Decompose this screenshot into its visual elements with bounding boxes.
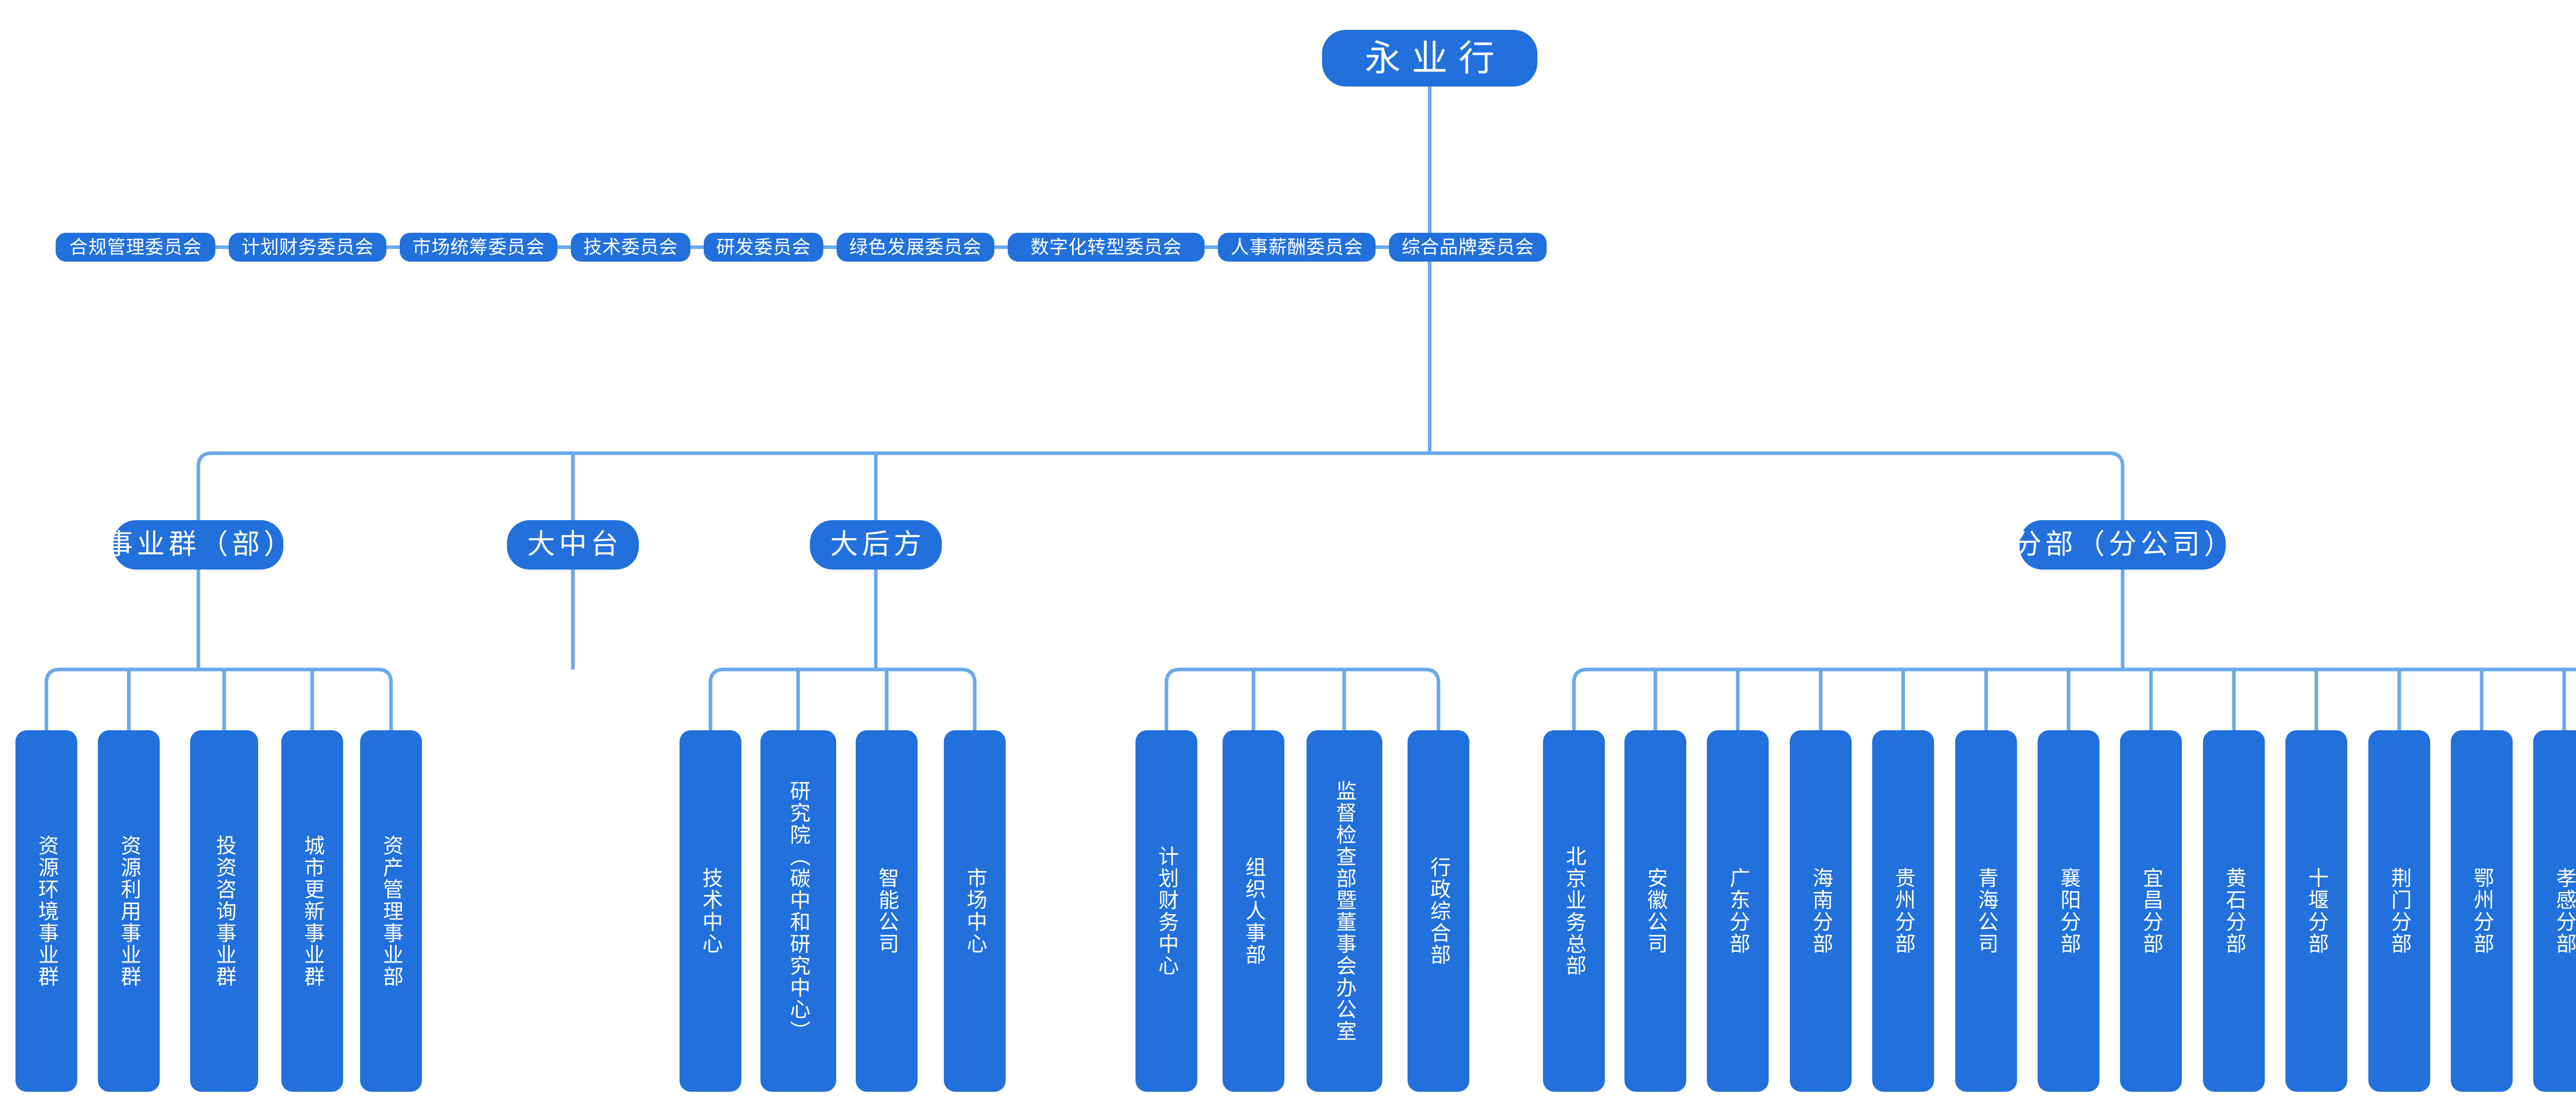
leaf-node-3-3[interactable]: 监督检查部暨董事会办公室 [1306,730,1382,1092]
leaf-label: 黄石分部 [2223,867,2246,955]
committee-node-8[interactable]: 人事薪酬委员会 [1218,233,1376,262]
leaf-label: 投资咨询事业群 [213,834,236,988]
leaf-node-4-2[interactable]: 安徽公司 [1624,730,1686,1092]
leaf-node-4-11[interactable]: 荆门分部 [2368,730,2430,1092]
leaf-node-2-3[interactable]: 智能公司 [856,730,918,1092]
leaf-node-4-3[interactable]: 广东分部 [1707,730,1769,1092]
leaf-node-4-1[interactable]: 北京业务总部 [1543,730,1605,1092]
group-label: 分部（分公司） [2013,529,2236,560]
group-node-4[interactable]: 分部（分公司） [2013,520,2232,570]
committee-label: 研发委员会 [716,236,811,257]
leaf-node-1-2[interactable]: 资源利用事业群 [98,730,160,1092]
leaf-node-4-9[interactable]: 黄石分部 [2203,730,2265,1092]
leaf-node-2-2[interactable]: 研究院（碳中和研究中心） [760,730,836,1092]
committee-node-2[interactable]: 计划财务委员会 [229,233,386,262]
committee-label: 数字化转型委员会 [1030,236,1182,257]
leaf-node-2-1[interactable]: 技术中心 [680,730,741,1092]
leaf-label: 市场中心 [963,867,987,955]
leaf-node-4-12[interactable]: 鄂州分部 [2451,730,2513,1092]
committee-label: 人事薪酬委员会 [1230,236,1363,257]
leaf-label: 北京业务总部 [1563,845,1586,977]
group-label: 事业群（部） [105,529,296,560]
leaf-label: 组织人事部 [1242,856,1265,966]
leaf-node-1-3[interactable]: 投资咨询事业群 [190,730,258,1092]
leaf-node-3-4[interactable]: 行政综合部 [1408,730,1469,1092]
committee-node-4[interactable]: 技术委员会 [571,233,690,262]
leaf-label: 安徽公司 [1644,867,1667,955]
leaf-label: 贵州分部 [1892,867,1915,955]
committee-node-9[interactable]: 综合品牌委员会 [1389,233,1547,262]
committee-label: 综合品牌委员会 [1401,236,1534,257]
leaf-label: 海南分部 [1809,867,1833,955]
committee-node-6[interactable]: 绿色发展委员会 [837,233,994,262]
committee-label: 计划财务委员会 [241,236,374,257]
root-node-yongyehang[interactable]: 永业行 [1322,30,1537,87]
leaf-node-4-6[interactable]: 青海公司 [1955,730,2017,1092]
leaf-label: 十堰分部 [2305,867,2328,955]
committee-label: 市场统筹委员会 [412,236,545,257]
leaf-label: 资源环境事业群 [35,834,58,988]
group-node-3[interactable]: 大后方 [810,520,942,570]
leaf-node-4-10[interactable]: 十堰分部 [2285,730,2347,1092]
leaf-label: 襄阳分部 [2057,867,2080,955]
leaf-label: 研究院（碳中和研究中心） [787,780,810,1042]
leaf-node-4-4[interactable]: 海南分部 [1790,730,1852,1092]
leaf-label: 智能公司 [875,867,899,955]
committee-label: 绿色发展委员会 [849,236,982,257]
leaf-label: 荆门分部 [2388,867,2411,955]
leaf-node-3-2[interactable]: 组织人事部 [1223,730,1284,1092]
committee-node-5[interactable]: 研发委员会 [704,233,823,262]
leaf-label: 资产管理事业部 [380,834,403,988]
leaf-label: 行政综合部 [1427,856,1450,966]
leaf-node-1-1[interactable]: 资源环境事业群 [15,730,77,1092]
leaf-label: 城市更新事业群 [301,834,324,988]
leaf-label: 技术中心 [699,867,722,955]
committee-label: 合规管理委员会 [69,236,202,257]
leaf-label: 鄂州分部 [2470,867,2494,955]
leaf-label: 青海公司 [1975,867,1998,955]
leaf-node-4-7[interactable]: 襄阳分部 [2038,730,2099,1092]
leaf-node-4-13[interactable]: 孝感分部 [2533,730,2576,1092]
leaf-node-4-8[interactable]: 宜昌分部 [2120,730,2182,1092]
leaf-node-1-4[interactable]: 城市更新事业群 [281,730,343,1092]
leaf-label: 广东分部 [1726,867,1750,955]
group-node-1[interactable]: 事业群（部） [105,520,292,570]
leaf-node-4-5[interactable]: 贵州分部 [1872,730,1934,1092]
committee-node-3[interactable]: 市场统筹委员会 [400,233,557,262]
leaf-label: 资源利用事业群 [117,834,141,988]
leaf-label: 孝感分部 [2553,867,2576,955]
committee-node-1[interactable]: 合规管理委员会 [56,233,215,262]
group-node-2[interactable]: 大中台 [507,520,639,570]
leaf-node-3-1[interactable]: 计划财务中心 [1136,730,1197,1092]
leaf-label: 宜昌分部 [2140,867,2163,955]
committee-label: 技术委员会 [583,236,678,257]
group-label: 大后方 [830,529,926,560]
group-label: 大中台 [527,529,623,560]
leaf-label: 监督检查部暨董事会办公室 [1333,780,1356,1042]
committee-node-7[interactable]: 数字化转型委员会 [1008,233,1205,262]
leaf-node-1-5[interactable]: 资产管理事业部 [360,730,422,1092]
leaf-node-2-4[interactable]: 市场中心 [944,730,1006,1092]
leaf-label: 计划财务中心 [1155,845,1178,977]
